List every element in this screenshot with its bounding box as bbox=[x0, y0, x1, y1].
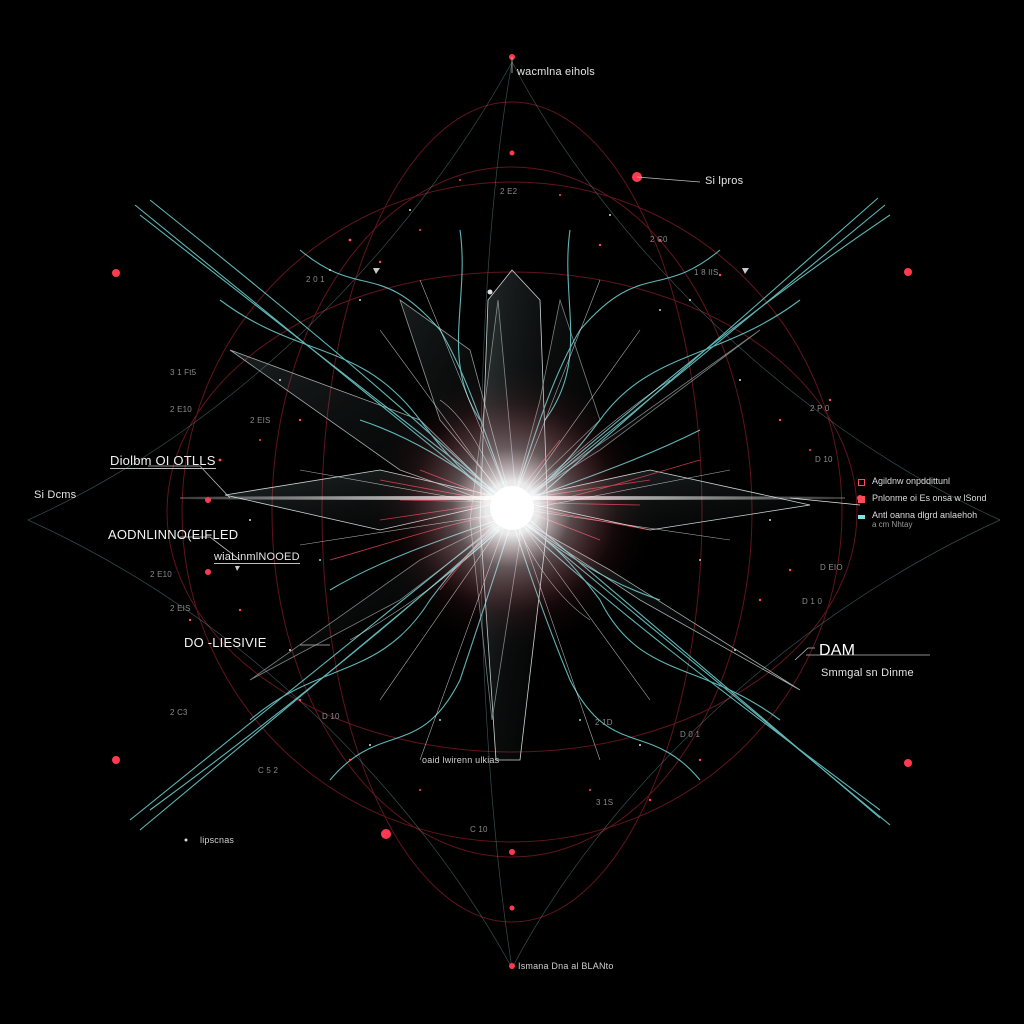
label-left-sub: wiaLinmlNOOED bbox=[214, 551, 300, 564]
tick-label: 2 P 0 bbox=[810, 404, 830, 413]
tick-label: 2 0 1 bbox=[306, 275, 325, 284]
red-dot-icon bbox=[858, 496, 865, 503]
red-square-icon bbox=[858, 479, 865, 486]
tick-label: D EIO bbox=[820, 563, 843, 572]
label-left-side: Si Dcms bbox=[34, 489, 77, 501]
label-bottom: Ismana Dna al BLANto bbox=[518, 961, 614, 971]
small-triangles bbox=[235, 268, 749, 571]
tick-label: D 10 bbox=[815, 455, 833, 464]
legend-item: Antl oanna dlgrd anlaehoh bbox=[858, 510, 1020, 527]
tick-label: 2 C3 bbox=[170, 708, 188, 717]
tick-label: 2 EIS bbox=[250, 416, 271, 425]
tick-label: C 5 2 bbox=[258, 766, 279, 775]
legend-item: Agildnw onpddittunl bbox=[858, 476, 1020, 493]
label-right-title: DAM bbox=[819, 642, 856, 659]
legend-subtext: a cm Nhtay bbox=[872, 520, 913, 529]
tick-label: C 10 bbox=[470, 825, 488, 834]
tick-label: 2 E10 bbox=[170, 405, 192, 414]
legend-item: Pnlonme oi Es onsa w lSond bbox=[858, 493, 1020, 510]
label-left-lower: DO -LIESIVIE bbox=[184, 635, 267, 650]
tick-label: 1 8 IIS bbox=[694, 268, 719, 277]
label-top-right: Si lpros bbox=[705, 175, 744, 187]
label-bottom-left: lipscnas bbox=[200, 835, 235, 845]
tick-label: 3 1 Ft5 bbox=[170, 368, 197, 377]
particles-white bbox=[184, 209, 771, 842]
label-bottom-center: oaid lwirenn ulkias bbox=[422, 755, 500, 765]
tick-label: D 1 0 bbox=[802, 597, 823, 606]
tick-label: 2 EIS bbox=[170, 604, 191, 613]
label-top: wacmlna eihols bbox=[517, 66, 596, 78]
legend: Agildnw onpddittunl Pnlonme oi Es onsa w… bbox=[858, 476, 1020, 529]
legend-item-label: Antl oanna dlgrd anlaehoh bbox=[872, 510, 978, 520]
label-left-main: AODNLINNO(EIFLED bbox=[108, 527, 239, 542]
leader-lines bbox=[148, 57, 930, 661]
label-left-title: Diolbm OI OTLLS bbox=[110, 453, 216, 469]
cyan-line-icon bbox=[858, 515, 865, 519]
tick-label: 2 E2 bbox=[500, 187, 518, 196]
particles-red bbox=[188, 179, 832, 802]
tick-label: 3 1S bbox=[596, 798, 614, 807]
tick-label: 2 C0 bbox=[650, 235, 668, 244]
legend-item-label: Pnlonme oi Es onsa w lSond bbox=[872, 493, 987, 503]
particles-cyan bbox=[319, 299, 701, 721]
legend-item-label: Agildnw onpddittunl bbox=[872, 476, 951, 486]
label-right-sub: Smmgal sn Dinme bbox=[821, 667, 914, 679]
tick-label: D 10 bbox=[322, 712, 340, 721]
tick-label: D 0 1 bbox=[680, 730, 701, 739]
tick-label: 2 E10 bbox=[150, 570, 172, 579]
tick-label: 2 1D bbox=[595, 718, 613, 727]
